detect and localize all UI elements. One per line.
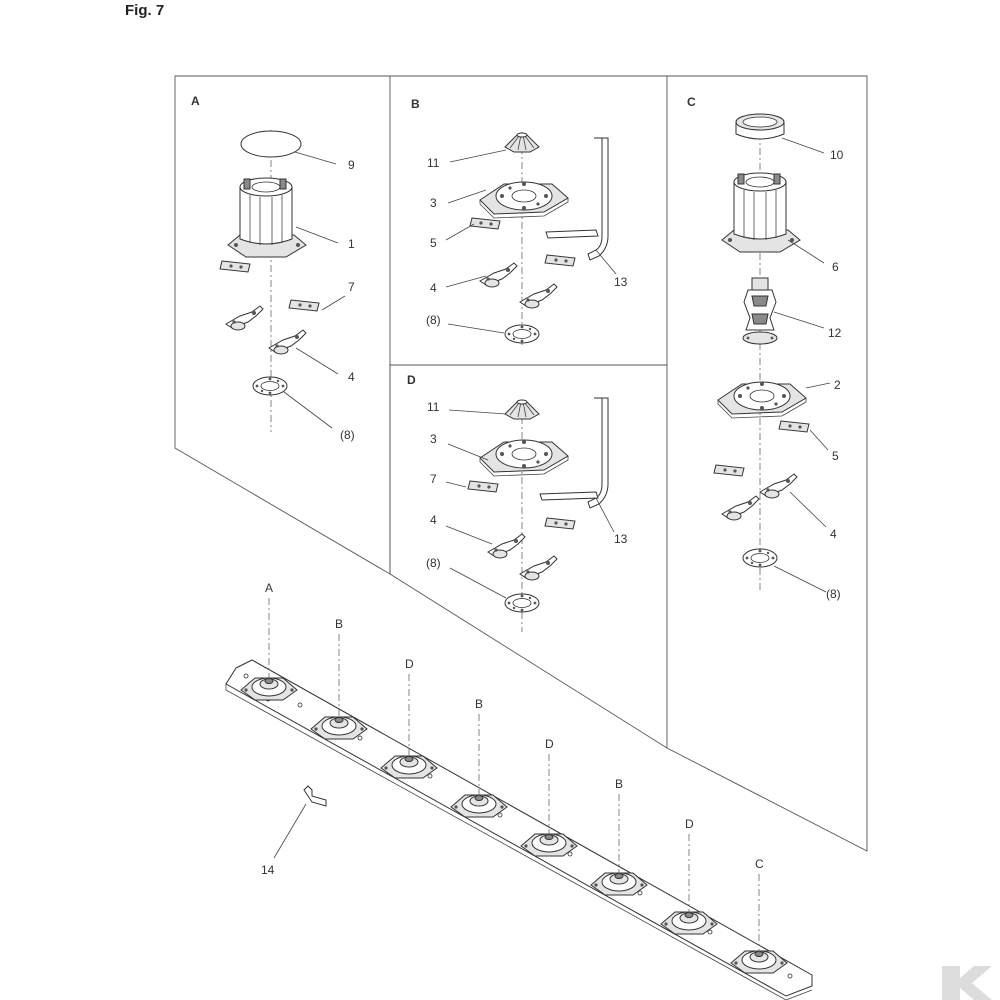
callout-2: 2 — [834, 378, 841, 392]
gasket-9 — [240, 130, 302, 158]
blade-5 — [778, 420, 810, 433]
callout-8: (8) — [826, 587, 841, 601]
blade-7 — [467, 480, 499, 493]
ring-8 — [504, 593, 540, 613]
callout-5: 5 — [832, 449, 839, 463]
blade-left — [219, 260, 251, 273]
callout-7: 7 — [430, 472, 437, 486]
blade-holder-left — [721, 495, 760, 521]
callout-4: 4 — [430, 281, 437, 295]
tine-13 — [587, 397, 609, 509]
callout-7: 7 — [348, 280, 355, 294]
panel-frames — [174, 75, 868, 852]
panel-label-b: B — [411, 97, 420, 111]
disc-labels: A B D B D B D C — [265, 581, 764, 871]
panel-label-d: D — [407, 373, 416, 387]
blade-left — [713, 464, 745, 477]
blade-right — [544, 517, 576, 530]
gearbox-housing-3 — [479, 439, 569, 477]
blade-holder-right — [519, 555, 558, 581]
ring-8 — [742, 548, 778, 568]
disc-label: D — [405, 657, 414, 671]
disc-leaders — [268, 598, 760, 953]
callout-3: 3 — [430, 432, 437, 446]
blade-7 — [288, 299, 320, 312]
callout-13: 13 — [614, 532, 628, 546]
callout-8: (8) — [426, 313, 441, 327]
blade-holder-4 — [487, 533, 526, 559]
disc-label: B — [335, 617, 343, 631]
callout-9: 9 — [348, 158, 355, 172]
cap-11 — [504, 132, 540, 153]
callout-12: 12 — [828, 326, 842, 340]
cutterbar-plate — [225, 659, 813, 997]
panel-d: D 11 3 7 13 4 (8) — [407, 373, 628, 632]
figure-title: Fig. 7 — [125, 2, 165, 19]
callout-13: 13 — [614, 275, 628, 289]
callout-8: (8) — [340, 428, 355, 442]
gearbox-housing-3 — [479, 181, 569, 219]
blade-holder — [225, 305, 264, 331]
blade-holder-4 — [759, 473, 798, 499]
panel-b: B 11 3 5 13 4 (8) — [411, 97, 628, 345]
callout-6: 6 — [832, 260, 839, 274]
ring-8 — [504, 324, 540, 344]
blade-holder-4 — [479, 262, 518, 288]
bearing-housing-1 — [227, 177, 307, 258]
blade-5 — [469, 217, 501, 230]
callout-11: 11 — [427, 400, 440, 414]
part-14: 14 — [261, 785, 327, 877]
disc-label: B — [475, 697, 483, 711]
gearbox-housing-2 — [717, 381, 807, 419]
callout-5: 5 — [430, 236, 437, 250]
callout-10: 10 — [830, 148, 844, 162]
cutterbar: A B D B D B D C 14 — [225, 581, 813, 1000]
cap-11 — [504, 399, 540, 420]
panel-c: C 10 6 12 2 5 — [687, 95, 844, 601]
disc-label: A — [265, 581, 273, 595]
panel-a: A 9 1 7 4 (8) — [191, 94, 355, 442]
disc-label: C — [755, 857, 764, 871]
disc-label: D — [545, 737, 554, 751]
cover-10 — [735, 113, 785, 140]
callout-1: 1 — [348, 237, 355, 251]
panel-label-a: A — [191, 94, 200, 108]
drive-shaft-12 — [742, 277, 778, 345]
disc-label: D — [685, 817, 694, 831]
callout-3: 3 — [430, 196, 437, 210]
callout-4: 4 — [830, 527, 837, 541]
callout-4: 4 — [348, 370, 355, 384]
ring-8 — [252, 376, 288, 396]
callout-14: 14 — [261, 863, 275, 877]
blade-right — [544, 254, 576, 267]
callout-8: (8) — [426, 556, 441, 570]
callout-4: 4 — [430, 513, 437, 527]
panel-label-c: C — [687, 95, 696, 109]
callout-11: 11 — [427, 156, 440, 170]
tine-13 — [587, 137, 609, 261]
blade-holder-right — [519, 283, 558, 309]
disc-label: B — [615, 777, 623, 791]
k-logo-icon — [942, 966, 992, 1000]
